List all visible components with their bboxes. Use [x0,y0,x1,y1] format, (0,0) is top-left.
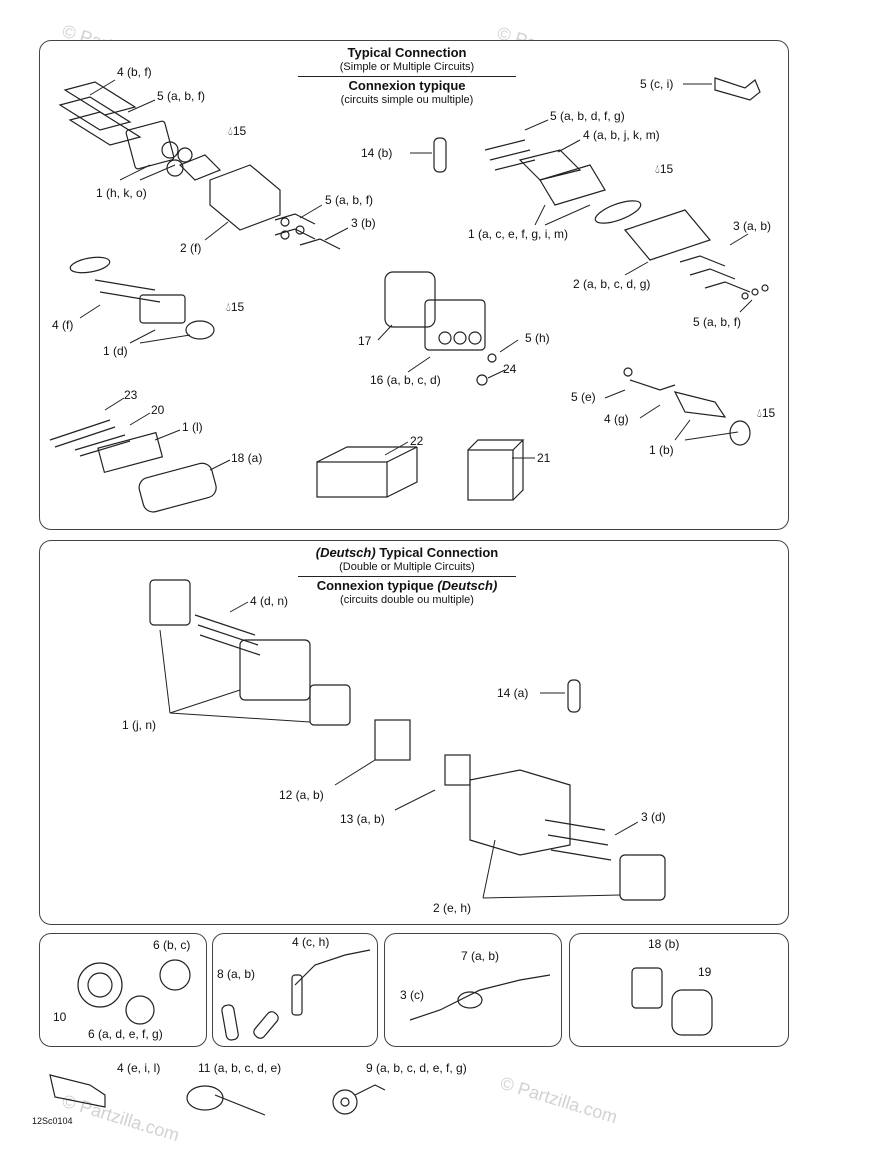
oil-drop-icon: 💧︎ [228,124,233,138]
callout-label: 2 (e, h) [433,901,472,915]
callout-label: 5 (e) [571,390,596,404]
callout-label: 1 (a, c, e, f, g, i, m) [468,227,569,241]
oil-drop-icon: 💧︎ [226,300,231,314]
callout-label: 11 (a, b, c, d, e) [198,1061,282,1075]
callout-label: 24 [503,362,517,376]
title-fr: Connexion typique (Deutsch) [316,577,498,593]
callout-label: 1 (d) [103,344,128,358]
subtitle-en: (Simple or Multiple Circuits) [339,60,475,73]
callout-label: 18 (b) [648,937,680,951]
oil-drop-icon: 💧︎ [757,406,762,420]
callout-label: 6 (b, c) [153,938,191,952]
panel-header: Typical Connection (Simple or Multiple C… [298,45,516,106]
callout-label: 5 (a, b, f) [693,315,742,329]
callout-label: 4 (c, h) [292,935,330,949]
callout-label: 4 (f) [52,318,74,332]
pin-part [433,137,447,173]
callout-label: 5 (a, b, f) [325,193,374,207]
callout-label: 4 (d, n) [250,594,289,608]
callout-label: 1 (h, k, o) [96,186,147,200]
callout-label: 4 (a, b, j, k, m) [583,128,660,142]
connector-group-b [484,139,769,300]
callout-label: 3 (a, b) [733,219,772,233]
title-en: Typical Connection [347,45,467,60]
sensor-panel [384,933,562,1047]
callout-label: 10 [53,1010,67,1024]
callout-label: 16 (a, b, c, d) [370,373,441,387]
callout-label: 💧︎15 [655,162,674,176]
callout-label: 💧︎15 [226,300,245,314]
callout-label: 20 [151,403,165,417]
connector-group-f [49,419,217,513]
leader-lines [79,79,753,471]
callout-label: 21 [537,451,551,465]
callout-label: 2 (a, b, c, d, g) [573,277,651,291]
callout-label: 7 (a, b) [461,949,500,963]
callout-label: 5 (c, i) [640,77,674,91]
callout-label: 13 (a, b) [340,812,385,826]
drawing-code: 12Sc0104 [32,1116,73,1126]
connector-22 [316,446,418,498]
callout-label: 4 (e, i, l) [117,1061,161,1075]
callout-label: 5 (a, b, d, f, g) [550,109,625,123]
subtitle-fr: (circuits simple ou multiple) [340,93,474,106]
subtitle-en: (Double or Multiple Circuits) [339,560,475,573]
callout-label: 1 (l) [182,420,203,434]
plug-part [714,77,761,101]
callout-label: 12 (a, b) [279,788,324,802]
callout-label: 9 (a, b, c, d, e, f, g) [366,1061,467,1075]
callout-label: 19 [698,965,712,979]
header-rule [298,75,516,77]
connector-21 [467,439,525,501]
connector-group-d [384,271,497,386]
fuse-panel [212,933,378,1047]
callout-label: 3 (b) [351,216,376,230]
callout-label: 5 (h) [525,331,550,345]
callout-label: 5 (a, b, f) [157,89,206,103]
deutsch-parts [149,579,666,901]
callout-label: 3 (d) [641,810,666,824]
callout-label: 14 (a) [497,686,529,700]
callout-label: 2 (f) [180,241,202,255]
callout-label: 1 (b) [649,443,674,457]
callout-label: 14 (b) [361,146,393,160]
oil-drop-icon: 💧︎ [655,162,660,176]
callout-label: 18 (a) [231,451,263,465]
callout-label: 💧︎15 [757,406,776,420]
title-fr: Connexion typique [348,77,466,93]
bottom-parts [49,1074,386,1116]
callout-label: 1 (j, n) [122,718,157,732]
connector-group-c [69,256,215,340]
callout-label: 💧︎15 [228,124,247,138]
subtitle-fr: (circuits double ou multiple) [340,593,474,606]
panel-header: (Deutsch) Typical Connection (Double or … [298,545,516,606]
leader-lines-deutsch [159,601,639,899]
callout-label: 17 [358,334,372,348]
deutsch-panel [39,540,789,925]
callout-label: 4 (g) [604,412,629,426]
connector-group-a [58,81,341,250]
header-rule [298,575,516,577]
callout-label: 4 (b, f) [117,65,152,79]
connector-group-e [623,367,751,446]
callout-label: 23 [124,388,138,402]
callout-label: 3 (c) [400,988,424,1002]
callout-label: 8 (a, b) [217,967,256,981]
title-en: (Deutsch) Typical Connection [315,545,499,560]
small-parts [77,949,713,1041]
callout-label: 22 [410,434,424,448]
callout-label: 6 (a, d, e, f, g) [88,1027,163,1041]
